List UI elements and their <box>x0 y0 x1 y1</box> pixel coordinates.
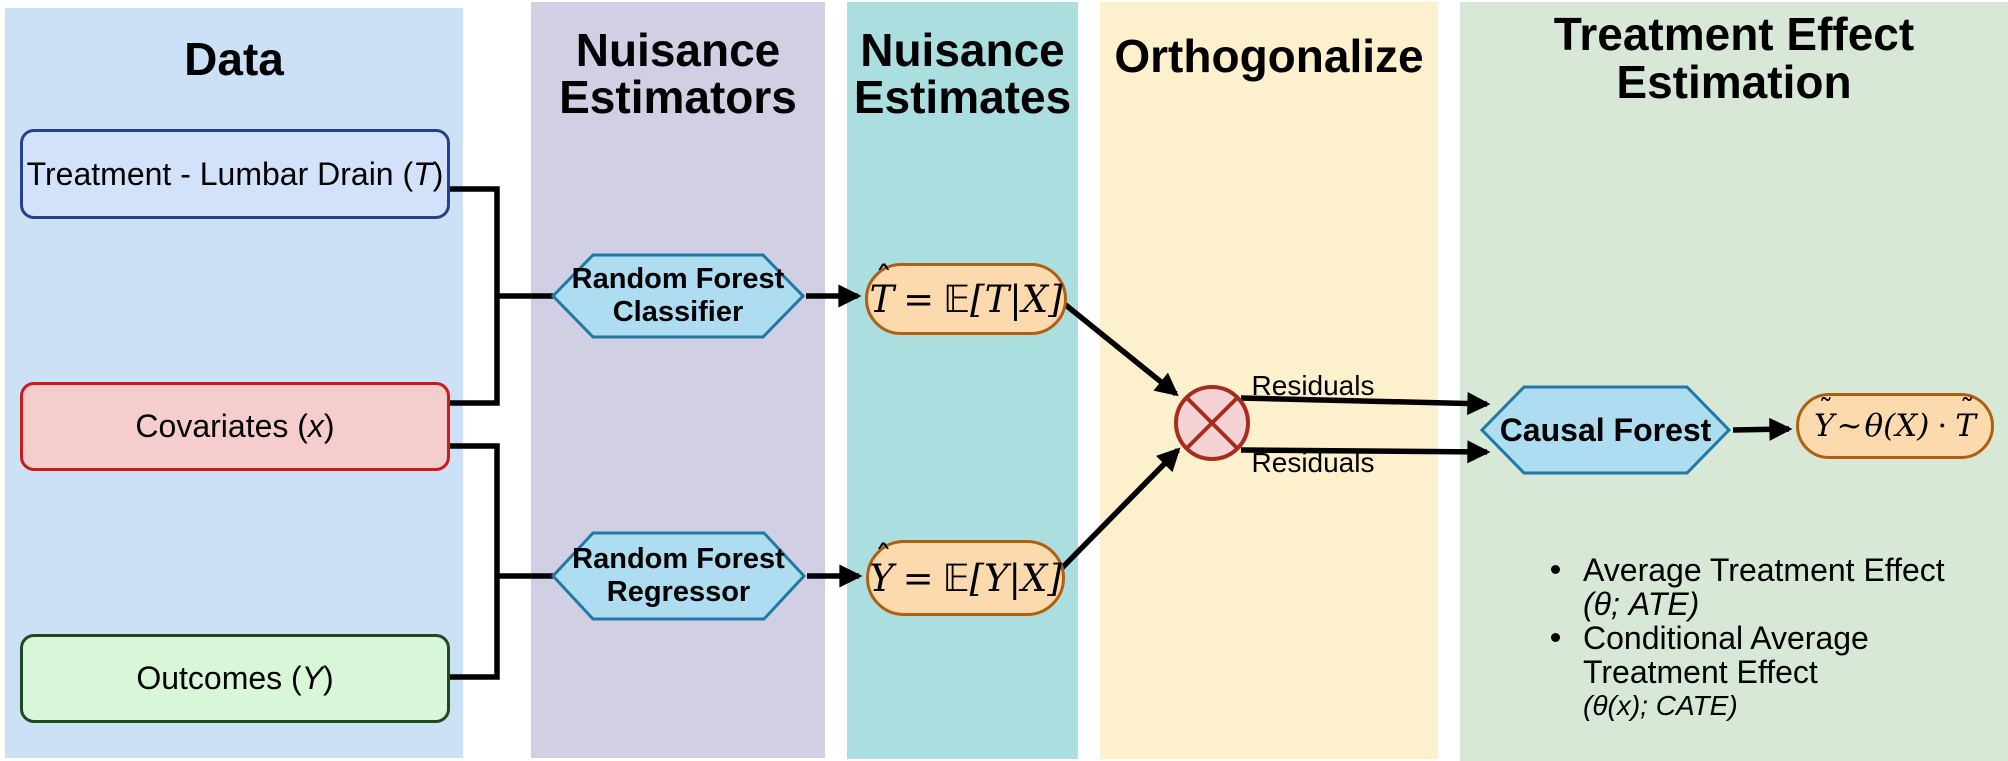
math-letter: T <box>869 277 895 321</box>
label-text: ) <box>323 408 335 444</box>
bullet-dot <box>1551 633 1560 642</box>
y-tilde-symbol: Y˜ <box>1814 395 1835 444</box>
relation-sign: ~ <box>1836 408 1863 444</box>
bullet-cate-line2: Treatment Effect <box>1583 654 1818 690</box>
expectation-symbol: 𝔼 <box>942 556 970 600</box>
outcomes-box-label: Outcomes (Y) <box>136 660 333 697</box>
causal-forest-node: Causal Forest <box>1480 385 1731 475</box>
label-variable: T <box>413 155 433 192</box>
column-orthogonalize-header: Orthogonalize <box>1114 30 1424 82</box>
column-treatment-effect-header: Treatment Effect Estimation <box>1460 10 2008 106</box>
equals-sign: = <box>903 277 935 321</box>
treatment-box-label: Treatment - Lumbar Drain (T) <box>27 156 444 193</box>
label-text: ) <box>323 660 334 696</box>
math-letter: Y <box>869 556 894 600</box>
label-text: Covariates ( <box>135 408 308 444</box>
residual-bottom-arrow <box>1240 440 1491 464</box>
hexagon-shape <box>1480 385 1731 475</box>
column-nuisance-estimators-header: Nuisance Estimators <box>531 27 825 121</box>
hexagon-shape <box>551 531 806 621</box>
theta-term: θ(X) <box>1864 408 1930 444</box>
treatment-box: Treatment - Lumbar Drain (T) <box>20 129 450 219</box>
header-line: Estimators <box>559 71 797 123</box>
label-variable: Y <box>301 660 324 696</box>
orthogonalize-node <box>1172 383 1252 463</box>
math-letter: T <box>1955 408 1976 444</box>
math-argument: [T|X] <box>970 277 1063 321</box>
header-line: Nuisance <box>575 24 781 76</box>
header-line: Estimation <box>1616 56 1852 108</box>
y-hat-to-orthogonalize-arrow <box>1057 447 1181 573</box>
equals-sign: = <box>902 556 934 600</box>
random-forest-regressor-node: Random Forest Regressor <box>551 531 806 621</box>
classifier-label: Random Forest Classifier <box>572 263 785 329</box>
label-line: Regressor <box>606 576 751 608</box>
final-model-formula: Y˜~θ(X)·T˜ <box>1814 395 1976 444</box>
bullet-cate-line1: Conditional Average <box>1583 620 1869 656</box>
math-letter: Y <box>1814 408 1835 444</box>
tilde-accent: ˜ <box>1959 393 1975 428</box>
causal-forest-output-arrow <box>1732 417 1793 441</box>
dot-operator: · <box>1937 408 1948 444</box>
covariates-outcomes-bus-line <box>446 443 500 680</box>
circle-x-icon <box>1174 385 1250 461</box>
label-line: Classifier <box>612 296 744 328</box>
header-line: Treatment Effect <box>1553 8 1915 60</box>
label-variable: x <box>307 408 324 444</box>
hexagon-shape <box>551 253 805 339</box>
label-text: Outcomes ( <box>136 660 302 696</box>
label-text: ) <box>432 155 444 192</box>
hat-accent: ˆ <box>874 260 893 302</box>
residuals-label-top: Residuals <box>1251 370 1375 401</box>
hat-accent: ˆ <box>874 539 893 581</box>
treatment-effect-bullet-list: Average Treatment Effect (θ; ATE) Condit… <box>1583 553 2008 723</box>
column-nuisance-estimators: Nuisance Estimators <box>531 2 825 758</box>
t-tilde-symbol: T˜ <box>1955 395 1976 444</box>
regressor-label: Random Forest Regressor <box>572 543 785 609</box>
column-nuisance-estimates: Nuisance Estimates <box>847 2 1078 759</box>
bullet-ate-math: (θ; ATE) <box>1583 586 1700 622</box>
t-hat-to-orthogonalize-arrow <box>1060 299 1179 397</box>
label-line: Random Forest <box>571 263 785 295</box>
causal-forest-label: Causal Forest <box>1499 412 1712 448</box>
expectation-symbol: 𝔼 <box>943 277 971 321</box>
label-text: Treatment - Lumbar Drain ( <box>26 155 414 192</box>
tilde-accent: ˜ <box>1818 393 1834 428</box>
residual-top-arrow <box>1240 391 1491 416</box>
column-data-header: Data <box>184 33 284 85</box>
covariates-box-label: Covariates (x) <box>135 408 334 445</box>
header-line: Nuisance <box>860 24 1065 76</box>
random-forest-classifier-node: Random Forest Classifier <box>551 253 805 339</box>
covariates-box: Covariates (x) <box>20 382 450 471</box>
label-line: Random Forest <box>572 543 785 575</box>
treatment-covariates-bus-line <box>446 186 500 406</box>
residuals-label-bottom: Residuals <box>1251 447 1375 478</box>
header-line: Estimates <box>853 71 1072 123</box>
outcomes-box: Outcomes (Y) <box>20 634 450 723</box>
bullet-cate-math: (θ(x); CATE) <box>1583 690 1738 721</box>
final-model-box: Y˜~θ(X)·T˜ <box>1796 393 1994 459</box>
math-argument: [Y|X] <box>969 556 1062 600</box>
column-nuisance-estimates-header: Nuisance Estimates <box>847 27 1078 121</box>
bullet-dot <box>1551 565 1560 574</box>
bullet-ate-line1: Average Treatment Effect <box>1583 552 1945 588</box>
